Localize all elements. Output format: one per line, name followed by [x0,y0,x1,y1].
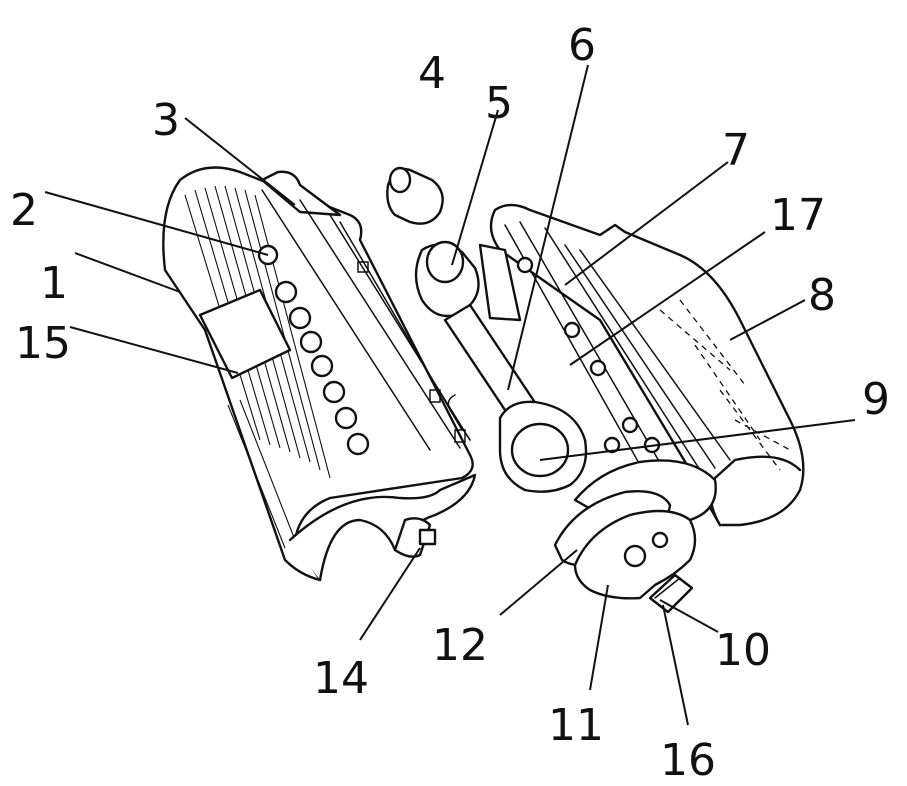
leader-15 [69,326,239,374]
leader-10 [659,599,719,633]
leader-2 [44,191,269,256]
leader-9 [539,419,856,461]
leader-lines [44,64,856,726]
leader-14 [359,547,421,641]
label-5: 5 [485,78,513,129]
label-4: 4 [418,48,446,99]
label-11: 11 [548,700,604,751]
label-9: 9 [862,374,890,425]
label-10: 10 [715,625,771,676]
label-1: 1 [40,258,68,309]
leader-11 [589,584,609,691]
leader-1 [74,252,181,293]
cap-part-4 [386,166,444,225]
label-7: 7 [722,125,750,176]
label-17: 17 [770,190,826,241]
end-cap-parts [553,490,697,614]
label-3: 3 [152,95,180,146]
part-number-labels: 1 2 3 4 5 6 7 17 8 9 15 14 12 11 10 16 [10,20,890,786]
leader-16 [662,604,689,726]
leader-17 [569,231,766,366]
leader-6 [507,64,589,391]
label-15: 15 [15,318,71,369]
leader-12 [499,549,578,616]
left-housing [162,166,477,582]
label-2: 2 [10,185,38,236]
shaft-assembly [414,240,588,493]
label-8: 8 [808,270,836,321]
leader-8 [729,299,806,341]
leader-5 [451,109,499,266]
label-16: 16 [660,735,716,786]
label-12: 12 [432,620,488,671]
leader-7 [564,161,729,286]
leader-3 [184,117,296,206]
label-14: 14 [313,653,369,704]
label-6: 6 [568,20,596,71]
